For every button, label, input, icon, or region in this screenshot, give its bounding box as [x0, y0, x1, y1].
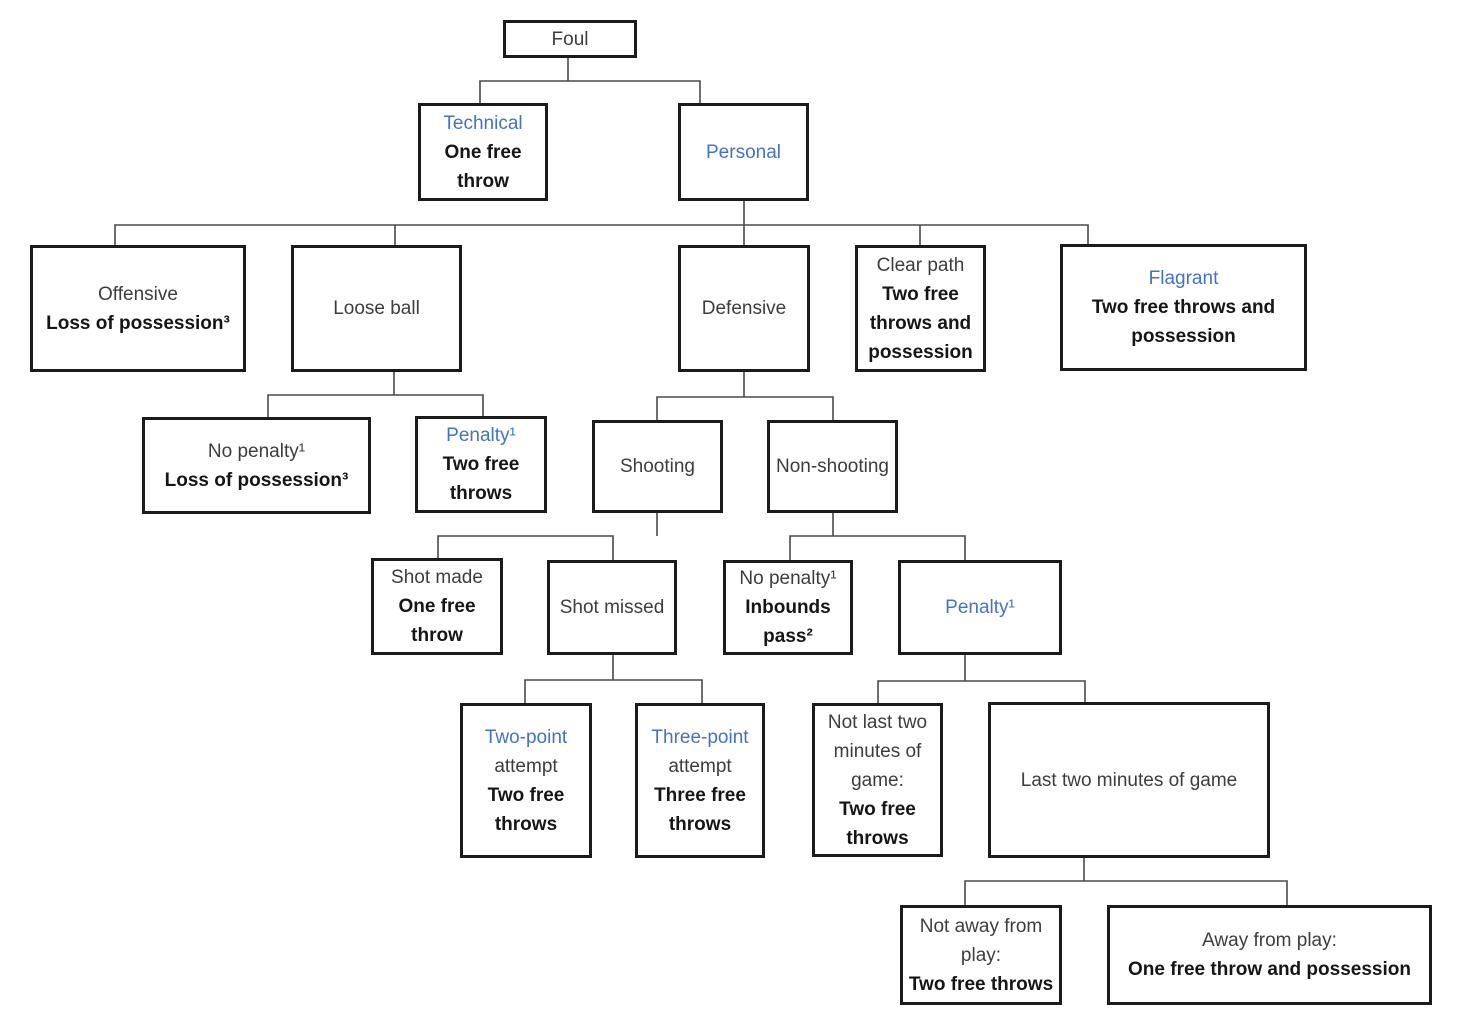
node-text-line: throws and	[869, 312, 972, 334]
node-text-line: attempt	[494, 755, 558, 777]
node-text-line: Flagrant	[1148, 268, 1219, 289]
node-not-last-two-minutes: Not last two minutes of game: Two free throw…	[812, 703, 943, 857]
node-text-line: game:	[851, 769, 904, 791]
node-text-line: One free	[398, 596, 476, 617]
node-text-line: Last two minutes of game	[1020, 769, 1238, 791]
node-defensive: Defensive	[678, 245, 810, 372]
node-text-line: throw	[457, 170, 509, 192]
node-text-line: Shooting	[619, 456, 695, 477]
node-last-two-minutes: Last two minutes of game	[988, 702, 1270, 858]
connector-shooting-children	[437, 513, 658, 560]
connector-penalty-children	[877, 655, 1086, 703]
node-text-line: Defensive	[701, 298, 787, 319]
node-text-line: Three-point	[651, 726, 749, 748]
node-penalty-nonshooting: Penalty¹	[898, 560, 1062, 655]
node-text-line: Two free	[442, 454, 520, 475]
node-not-away-from-play: Not away from play: Two free throws	[900, 905, 1062, 1005]
node-text-line: throws	[449, 483, 513, 504]
node-text-line: throws	[846, 827, 909, 849]
node-text-line: Two free throws	[908, 973, 1054, 995]
node-non-shooting: Non-shooting	[767, 420, 898, 513]
node-text-line: Penalty¹	[446, 425, 516, 446]
connector-foul-children	[479, 58, 701, 103]
node-loose-ball: Loose ball	[291, 245, 462, 372]
node-text-line: Technical	[443, 112, 523, 134]
node-text-line: play:	[960, 944, 1002, 966]
node-text-line: One free	[444, 141, 522, 163]
node-shooting: Shooting	[592, 420, 723, 513]
node-text-line: Three free	[654, 784, 746, 806]
node-text-line: No penalty¹	[739, 568, 837, 589]
node-text-line: Personal	[706, 141, 781, 163]
node-penalty-loose: Penalty¹ Two free throws	[415, 416, 547, 513]
node-text-line: Shot missed	[559, 597, 665, 618]
node-text-line: throws	[494, 813, 558, 835]
node-text-line: Penalty¹	[945, 597, 1015, 618]
node-text-line: Clear path	[876, 254, 965, 276]
node-text-line: Two-point	[484, 726, 568, 748]
node-text-line: Shot made	[391, 567, 483, 588]
node-text-line: Offensive	[98, 283, 178, 305]
node-text-line: Two free throws and	[1091, 297, 1276, 318]
node-text-line: possession	[868, 341, 973, 363]
node-text-line: Foul	[551, 28, 589, 50]
connector-shotmissed-children	[524, 655, 703, 703]
connector-looseball-children	[267, 372, 484, 417]
node-text-line: Loss of possession³	[46, 312, 230, 334]
node-text-line: Two free	[487, 784, 565, 806]
node-away-from-play: Away from play: One free throw and posses…	[1107, 905, 1432, 1005]
node-text-line: possession	[1131, 326, 1236, 347]
node-text-line: Away from play:	[1202, 930, 1337, 951]
node-text-line: throw	[411, 625, 463, 646]
node-text-line: Two free	[839, 798, 916, 820]
node-text-line: One free throw and possession	[1128, 959, 1411, 980]
connector-personal-children	[114, 200, 1089, 245]
node-text-line: Two free	[882, 283, 959, 305]
node-text-line: pass²	[763, 626, 813, 647]
node-text-line: No penalty¹	[207, 440, 306, 462]
connector-lasttwo-children	[964, 858, 1288, 905]
node-text-line: Loose ball	[333, 298, 420, 319]
node-text-line: Non-shooting	[775, 456, 890, 477]
node-text-line: Not away from	[919, 915, 1043, 937]
node-shot-missed: Shot missed	[547, 560, 677, 655]
node-foul: Foul	[503, 20, 637, 58]
node-text-line: minutes of	[833, 740, 922, 762]
node-text-line: attempt	[668, 755, 732, 777]
node-no-penalty-inbounds: No penalty¹ Inbounds pass²	[723, 560, 853, 655]
connector-defensive-children	[656, 372, 834, 420]
node-text-line: Loss of possession³	[164, 469, 349, 491]
node-no-penalty-loose: No penalty¹ Loss of possession³	[142, 417, 371, 514]
connector-nonshooting-children	[789, 513, 966, 560]
node-personal: Personal	[678, 103, 809, 201]
node-text-line: Not last two	[827, 711, 928, 733]
node-text-line: Inbounds	[745, 597, 831, 618]
node-text-line: throws	[668, 813, 732, 835]
